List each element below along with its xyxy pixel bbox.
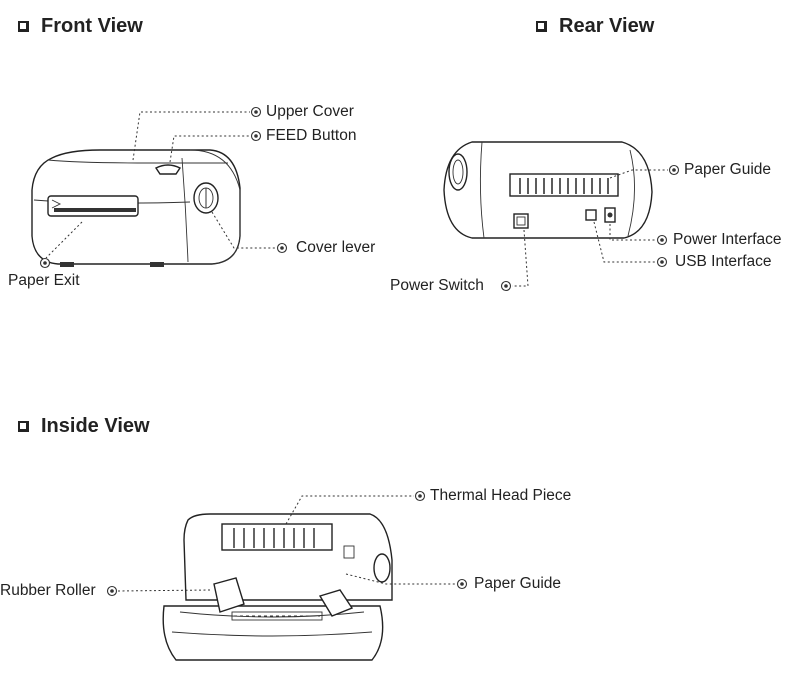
callout-marker-icon — [106, 585, 118, 597]
inside-view-printer — [162, 513, 393, 661]
label-power-switch: Power Switch — [390, 277, 484, 294]
rear-view-title: Rear View — [559, 15, 655, 37]
label-upper-cover: Upper Cover — [266, 103, 354, 120]
front-view-printer — [31, 149, 241, 267]
label-feed-button: FEED Button — [266, 127, 357, 144]
label-usb-interface: USB Interface — [675, 253, 772, 270]
callout-marker-icon — [656, 234, 668, 246]
rear-view-heading: Rear View — [536, 15, 654, 38]
callout-marker-icon — [250, 130, 262, 142]
callout-marker-icon — [250, 106, 262, 118]
label-paper-exit: Paper Exit — [8, 272, 80, 289]
checkbox-icon — [536, 21, 547, 32]
rear-view-printer — [443, 141, 653, 239]
front-view-heading: Front View — [18, 15, 143, 38]
callout-marker-icon — [456, 578, 468, 590]
label-thermal-head-piece: Thermal Head Piece — [430, 487, 572, 504]
front-view-title: Front View — [41, 15, 143, 37]
callout-marker-icon — [414, 490, 426, 502]
checkbox-icon — [18, 21, 29, 32]
checkbox-icon — [18, 421, 29, 432]
label-cover-lever: Cover lever — [296, 239, 376, 256]
callout-marker-icon — [276, 242, 288, 254]
label-paper-guide-rear: Paper Guide — [684, 161, 772, 178]
inside-view-title: Inside View — [41, 415, 150, 437]
label-paper-guide-inside: Paper Guide — [474, 575, 562, 592]
inside-view-heading: Inside View — [18, 415, 150, 438]
callout-marker-icon — [656, 256, 668, 268]
label-rubber-roller: Rubber Roller — [0, 582, 96, 599]
callout-marker-icon — [39, 257, 51, 269]
callout-marker-icon — [668, 164, 680, 176]
callout-marker-icon — [500, 280, 512, 292]
label-power-interface: Power Interface — [673, 231, 782, 248]
